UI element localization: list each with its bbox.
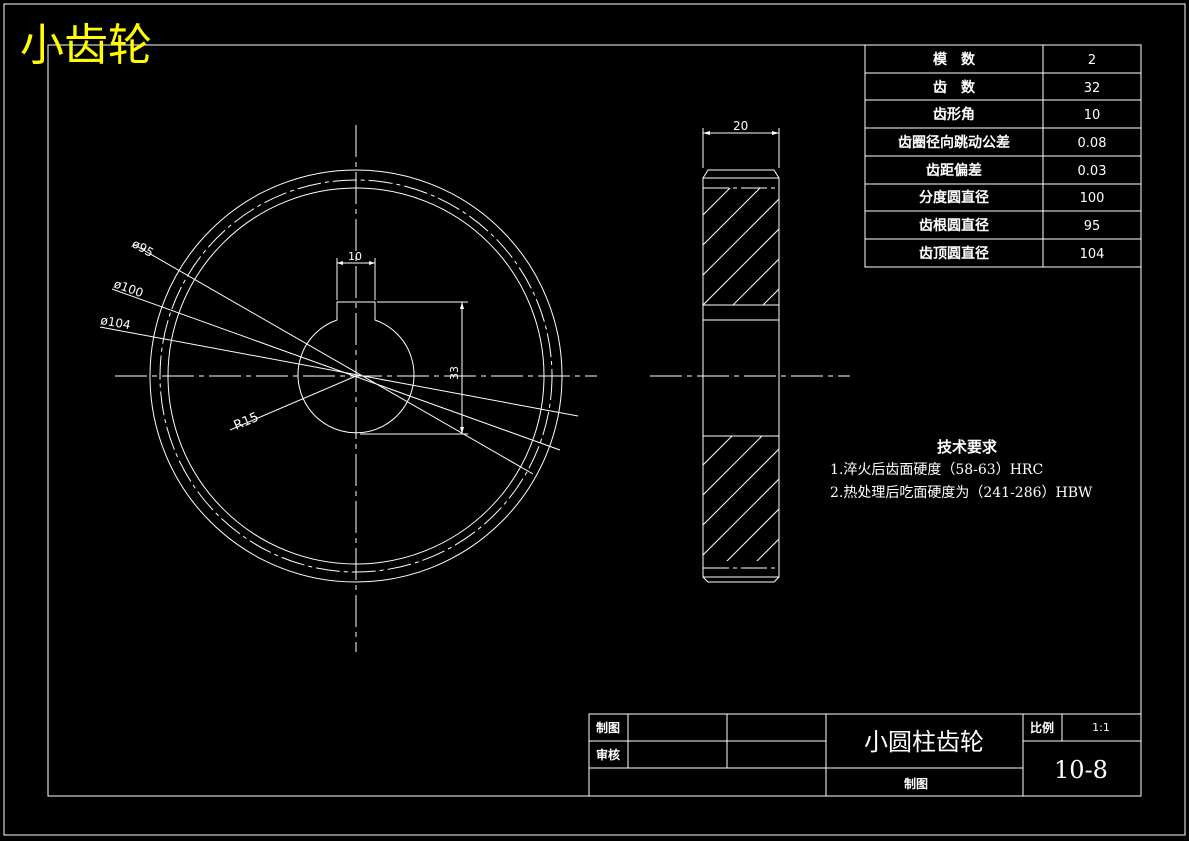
d100-leader [111,288,561,451]
param-label: 齿根圆直径 [919,217,989,234]
face-width-label: 20 [733,119,748,133]
outer-border [3,3,1186,836]
key-width-label: 10 [348,250,362,263]
gear-front-view: 10 33 ø95 ø100 ø104 R15 [99,125,597,652]
drawing-number: 10-8 [1054,756,1108,784]
param-value: 2 [1088,53,1096,68]
param-label: 分度圆直径 [919,189,989,206]
tip-circle [149,169,563,583]
param-value: 32 [1084,81,1101,96]
d104-label: ø104 [99,313,131,332]
key-depth-label: 33 [448,366,461,380]
pitch-circle [159,179,553,573]
d104-leader [99,326,579,417]
gear-side-view: 20 [650,119,850,583]
param-label: 模 数 [933,51,976,68]
drawing-title: 小齿轮 [20,20,152,71]
param-value: 100 [1080,191,1105,206]
parameter-table: 模 数 2 齿 数 32 齿形角 10 齿圈径向跳动公差 0.08 齿距偏差 0… [864,44,1142,268]
title-block: 制图 审核 小圆柱齿轮 比例 1:1 10-8 制图 [588,713,1142,797]
param-label: 齿形角 [933,106,975,123]
side-outline [702,169,780,583]
param-label: 齿圈径向跳动公差 [898,134,1010,151]
r15-leader [229,375,357,431]
tech-line-2: 2.热处理后吃面硬度为（241-286）HBW [830,485,1093,501]
drawn-by-label: 制图 [596,720,620,735]
r15-label: R15 [232,410,261,434]
param-label: 齿顶圆直径 [919,245,989,262]
root-circle [167,187,545,565]
d95-label: ø95 [130,236,157,259]
checked-by-label: 审核 [596,747,620,762]
param-value: 0.08 [1078,136,1107,151]
scale-value: 1:1 [1092,721,1110,734]
tech-heading: 技术要求 [937,438,998,456]
section-hatch-top [703,188,779,305]
scale-label: 比例 [1030,720,1054,735]
part-name: 小圆柱齿轮 [864,728,984,756]
d95-leader [132,243,534,475]
tech-line-1: 1.淬火后齿面硬度（58-63）HRC [830,462,1043,478]
param-label: 齿距偏差 [926,162,982,179]
bottom-label: 制图 [904,776,928,791]
param-value: 0.03 [1078,164,1107,179]
param-value: 95 [1084,219,1101,234]
inner-frame [47,44,1142,797]
technical-requirements: 技术要求 1.淬火后齿面硬度（58-63）HRC 2.热处理后吃面硬度为（241… [830,438,1093,501]
param-value: 104 [1080,247,1105,262]
param-value: 10 [1084,108,1101,123]
section-hatch-bottom [703,436,779,561]
param-label: 齿 数 [933,79,976,96]
d100-label: ø100 [112,277,145,301]
